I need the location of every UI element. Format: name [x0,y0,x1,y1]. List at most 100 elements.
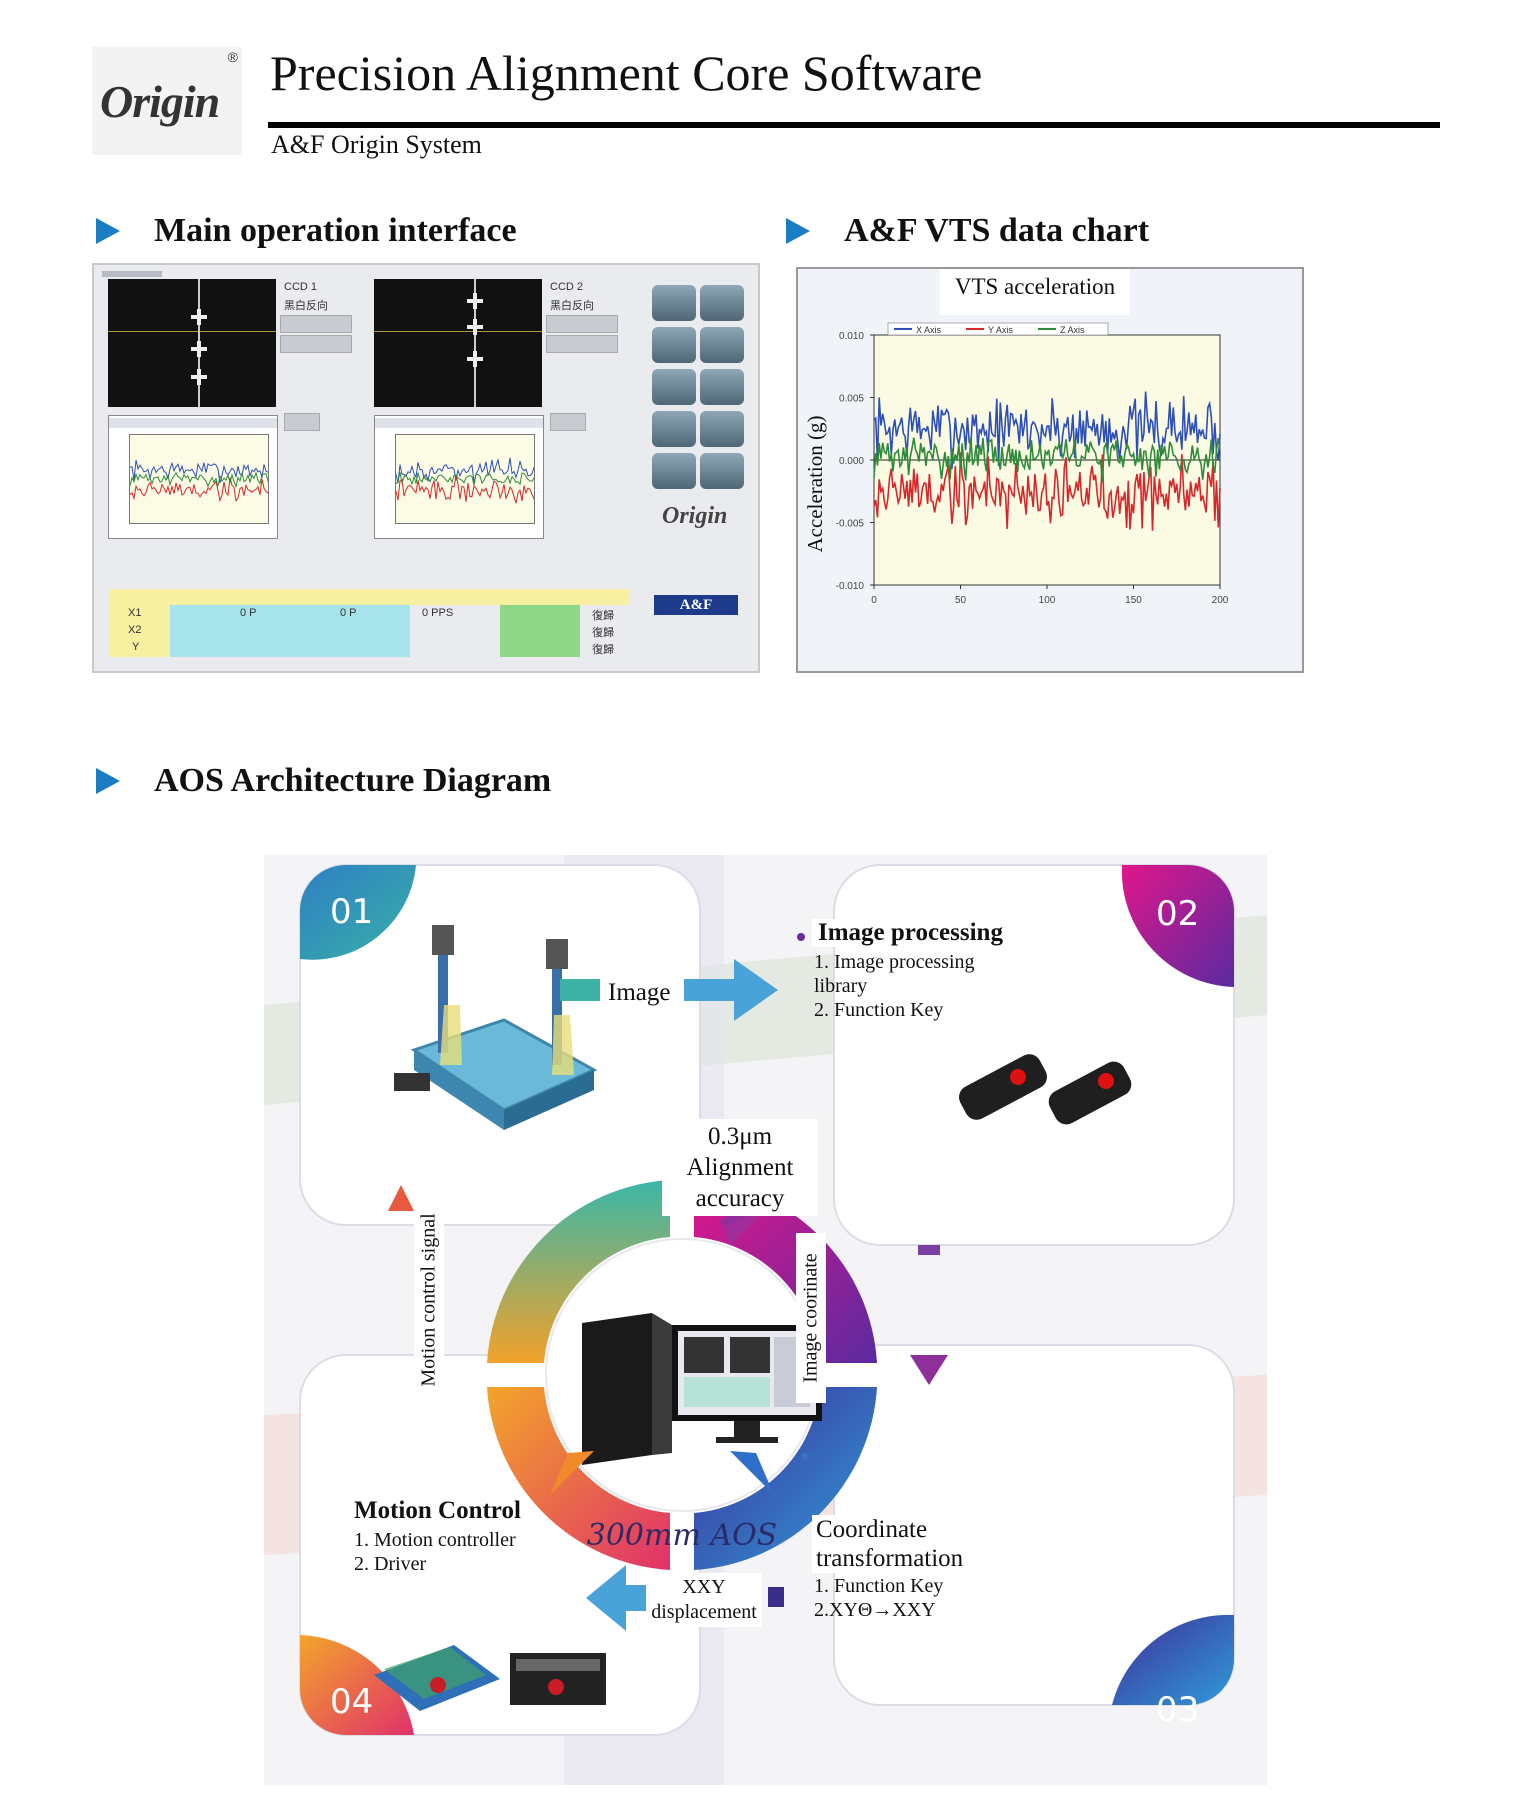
tool-button[interactable] [652,453,696,489]
image-processing-item-1: 1. Image processing [814,951,975,973]
accuracy-label: 0.3μm Alignment accuracy [662,1119,818,1216]
ccd1-center-reset-button[interactable] [280,335,352,353]
tool-button[interactable] [652,285,696,321]
bullet-triangle-icon [96,768,120,794]
arrow-image-coordinate-icon [910,1245,948,1385]
origin-mark: Origin [662,503,728,529]
tool-button[interactable] [700,285,744,321]
window-titlebar [102,271,162,277]
arrow-displacement-icon [586,1565,784,1631]
section-heading-main-interface: Main operation interface [96,212,517,250]
page-subtitle: A&F Origin System [271,130,482,159]
arrow-image-icon [560,959,778,1021]
mini-chart-lines [396,457,534,504]
badge-03 [1112,1614,1234,1705]
table-row-label: X2 [128,624,142,636]
mini-series-line [396,457,534,484]
function-key-illustration [959,1054,1132,1125]
ccd2-center-offset-button[interactable] [546,315,618,333]
reset-button[interactable]: 復歸 [592,644,614,656]
page-title: Precision Alignment Core Software [270,45,983,101]
mini-chart-2-button[interactable] [550,413,586,431]
table-cell: 0 PPS [422,607,454,619]
mini-chart-1-button[interactable] [284,413,320,431]
image-label: Image [600,979,679,1007]
legend-entry: X Axis [916,325,942,335]
ccd1-label: CCD 1 [284,281,318,293]
tool-button[interactable] [652,369,696,405]
chart-title: VTS acceleration [955,274,1116,299]
ccd2-label: CCD 2 [550,281,584,293]
accuracy-line-3: accuracy [695,1185,785,1212]
section-title: AOS Architecture Diagram [154,762,552,799]
bullet-triangle-icon [96,218,120,244]
vts-chart: VTS acceleration X Axis Y Axis Z Axis 0.010 0… [803,269,1229,606]
tool-button[interactable] [652,327,696,363]
motion-hardware-illustration [374,1645,606,1711]
tower-arrow-icon [550,1451,594,1495]
badge-03-number: 03 [1156,1690,1199,1730]
legend-entry: Z Axis [1060,325,1085,335]
image-coordinate-label-box: Image coorinate [796,1233,826,1403]
table-cell: 0 P [240,607,257,619]
mini-series-line [396,475,534,504]
displacement-line-1: XXY [682,1576,726,1598]
x-tick-label: 50 [955,595,967,606]
reset-button[interactable]: 復歸 [592,627,614,639]
mini-chart-lines [130,459,268,503]
tool-button[interactable] [700,453,744,489]
ccd2-camera-view [374,279,542,407]
badge-04 [300,1635,414,1735]
image-coordinate-label: Image coorinate [799,1253,822,1383]
tool-button[interactable] [700,411,744,447]
accuracy-line-1: 0.3μm [707,1123,773,1150]
image-processing-item-2: 2. Function Key [814,999,944,1021]
motion-control-item-2: 2. Driver [354,1553,427,1575]
tool-button[interactable] [700,369,744,405]
tool-button[interactable] [652,411,696,447]
badge-01-number: 01 [330,892,373,932]
reset-button[interactable]: 復歸 [592,610,614,622]
image-processing-item-1b: library [814,975,868,997]
position-cells [170,605,410,657]
badge-02 [1121,865,1234,987]
bullet-triangle-icon [786,218,810,244]
chart-title-box [940,269,1130,315]
legend-entry: Y Axis [988,325,1013,335]
motion-control-item-1: 1. Motion controller [354,1529,516,1551]
table-cell: 0 P [340,607,357,619]
y-tick-label: 0.010 [839,331,864,342]
ccd2-center-reset-button[interactable] [546,335,618,353]
ring-segment-blue [694,1387,877,1570]
accuracy-line-2: Alignment [686,1154,794,1181]
section-title: A&F VTS data chart [844,212,1150,249]
vts-mini-chart-2 [374,415,544,539]
mini-series-line [130,459,268,484]
ccd1-center-offset-button[interactable] [280,315,352,333]
mini-series-line [130,471,268,489]
aos-architecture-diagram: 01 02 03 04 [264,855,1267,1785]
vts-mini-chart-1 [108,415,278,539]
monitor-arrow-icon [730,1451,774,1495]
coordinate-title-line-1: Coordinate [816,1516,928,1543]
displacement-label: XXY displacement [646,1573,762,1627]
x-tick-label: 100 [1039,595,1056,606]
y-tick-label: 0.005 [839,394,864,405]
x-tick-label: 0 [871,595,877,606]
table-header [110,589,630,605]
motion-signal-label-box: Motion control signal [414,1213,444,1387]
displacement-line-2: displacement [651,1601,757,1623]
mini-series-line [396,471,534,486]
y-tick-label: -0.005 [836,519,865,530]
table-row-label: Y [132,641,140,653]
motion-control-title: Motion Control [354,1497,521,1524]
arrow-motion-signal-icon [388,1185,414,1211]
coordinate-title: Coordinate transformation [812,1515,968,1573]
coordinate-item-2: 2.XYΘ→XXY [814,1599,936,1621]
title-divider [268,122,1440,128]
tool-button[interactable] [700,327,744,363]
series-line-y-axis [873,452,1221,531]
ccd2-option: 黑白反向 [550,300,594,312]
image-processing-title: Image processing [812,919,1009,947]
main-interface-screenshot: CCD 1 黑白反向 CCD 2 黑白反向 Origin A&F X1 [92,263,760,673]
